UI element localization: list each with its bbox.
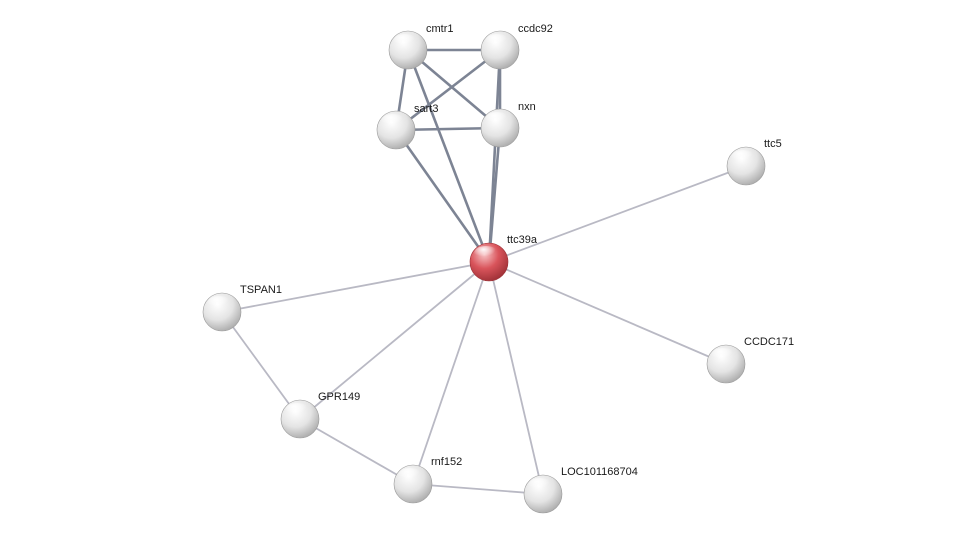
edge-sart3-ttc39a[interactable] (394, 128, 491, 264)
node-highlight-CCDC171 (711, 348, 735, 362)
node-LOC101168704[interactable]: LOC101168704 (523, 466, 638, 514)
edge-cmtr1-ttc39a[interactable] (406, 48, 491, 264)
nodes-layer: cmtr1 ccdc92 sart3 nxn ttc5 ttc39aTSPAN1CCDC1… (202, 23, 794, 514)
node-label-nxn: nxn (518, 101, 536, 113)
node-label-ttc39a: ttc39a (507, 234, 538, 246)
node-CCDC171[interactable]: CCDC171 (706, 336, 794, 384)
node-label-rnf152: rnf152 (431, 456, 462, 468)
node-label-GPR149: GPR149 (318, 391, 360, 403)
node-ttc39a[interactable]: ttc39a (469, 234, 538, 282)
node-ttc5[interactable]: ttc5 (726, 138, 782, 186)
node-label-CCDC171: CCDC171 (744, 336, 794, 348)
node-highlight-cmtr1 (393, 34, 417, 48)
node-highlight-TSPAN1 (207, 296, 231, 310)
node-label-TSPAN1: TSPAN1 (240, 284, 282, 296)
edge-ccdc92-sart3[interactable] (394, 48, 502, 132)
node-cmtr1[interactable]: cmtr1 (388, 23, 454, 70)
edge-ttc39a-TSPAN1[interactable] (221, 261, 490, 313)
node-highlight-nxn (485, 112, 509, 126)
edge-GPR149-rnf152[interactable] (299, 418, 414, 485)
node-label-cmtr1: cmtr1 (426, 23, 454, 35)
edge-rnf152-LOC101168704[interactable] (412, 483, 544, 495)
node-highlight-LOC101168704 (528, 478, 552, 492)
node-label-ttc5: ttc5 (764, 138, 782, 150)
edge-TSPAN1-GPR149[interactable] (221, 311, 301, 420)
node-highlight-ttc39a (474, 246, 498, 260)
node-label-sart3: sart3 (414, 103, 438, 115)
node-highlight-GPR149 (285, 403, 309, 417)
node-nxn[interactable]: nxn (480, 101, 536, 148)
node-ccdc92[interactable]: ccdc92 (480, 23, 553, 70)
node-rnf152[interactable]: rnf152 (393, 456, 462, 504)
edge-cmtr1-nxn[interactable] (406, 48, 502, 130)
node-GPR149[interactable]: GPR149 (280, 391, 360, 439)
edge-ttc39a-ttc5[interactable] (488, 165, 747, 263)
node-highlight-ttc5 (731, 150, 755, 164)
node-TSPAN1[interactable]: TSPAN1 (202, 284, 282, 332)
node-highlight-sart3 (381, 114, 405, 128)
node-label-ccdc92: ccdc92 (518, 23, 553, 35)
node-label-LOC101168704: LOC101168704 (561, 466, 638, 478)
edge-ttc39a-CCDC171[interactable] (488, 261, 727, 365)
node-highlight-ccdc92 (485, 34, 509, 48)
node-highlight-rnf152 (398, 468, 422, 482)
edge-ttc39a-LOC101168704[interactable] (488, 261, 544, 495)
edge-nxn-ttc39a[interactable] (487, 126, 502, 264)
node-sart3[interactable]: sart3 (376, 103, 438, 150)
edge-ttc39a-GPR149[interactable] (299, 261, 490, 420)
edge-ttc39a-rnf152[interactable] (412, 261, 490, 485)
